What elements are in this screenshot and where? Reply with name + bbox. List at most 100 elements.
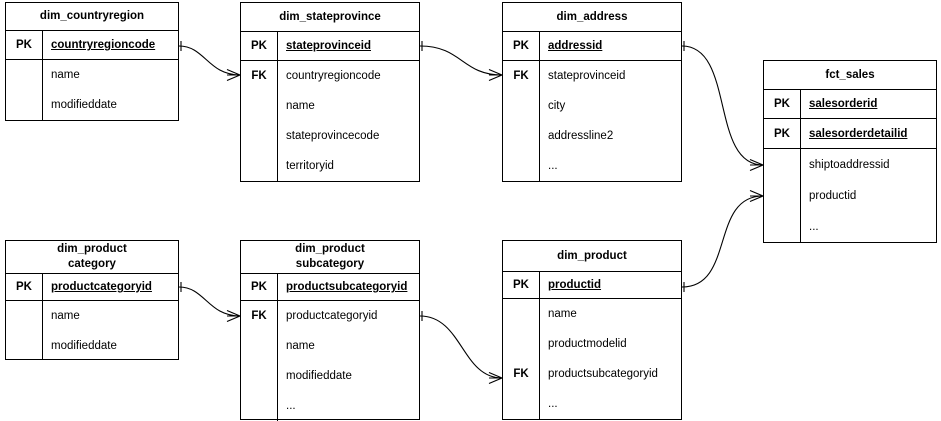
attribute-row[interactable]: PK productsubcategoryid bbox=[241, 274, 419, 301]
relationship-line bbox=[178, 45, 241, 76]
attribute-key-label bbox=[503, 121, 539, 151]
attribute-row[interactable]: name bbox=[6, 60, 178, 90]
attribute-name: ... bbox=[800, 211, 936, 242]
attribute-row[interactable]: PK salesorderid bbox=[764, 90, 936, 119]
attribute-key-label: PK bbox=[513, 40, 529, 52]
attribute-name: productsubcategoryid bbox=[539, 359, 681, 389]
attribute-name: name bbox=[42, 301, 178, 331]
attribute-key-label bbox=[241, 151, 277, 181]
attribute-name: name bbox=[42, 60, 178, 90]
attribute-row[interactable]: stateprovincecode bbox=[241, 121, 419, 151]
attribute-name: modifieddate bbox=[277, 361, 419, 391]
attribute-key-label bbox=[503, 389, 539, 419]
attribute-name: name bbox=[539, 299, 681, 329]
attribute-name: productmodelid bbox=[539, 329, 681, 359]
cardinality-many-marker bbox=[749, 158, 764, 172]
attribute-key-label bbox=[503, 299, 539, 329]
attribute-name: ... bbox=[539, 389, 681, 419]
attribute-name: shiptoaddressid bbox=[800, 149, 936, 180]
attribute-key-label bbox=[6, 90, 42, 120]
attribute-row[interactable]: productmodelid bbox=[503, 329, 681, 359]
attribute-row[interactable]: modifieddate bbox=[241, 361, 419, 391]
relationship-line bbox=[419, 315, 503, 379]
attribute-name: territoryid bbox=[277, 151, 419, 181]
attribute-row[interactable]: name bbox=[241, 91, 419, 121]
attribute-row[interactable]: ... bbox=[241, 391, 419, 421]
attribute-name: countryregioncode bbox=[42, 31, 178, 59]
relationship-countryregion-to-stateprovince bbox=[178, 41, 241, 82]
attribute-name: stateprovinceid bbox=[539, 61, 681, 91]
attribute-row[interactable]: ... bbox=[503, 389, 681, 419]
attribute-name: name bbox=[277, 91, 419, 121]
attribute-row[interactable]: PK countryregioncode bbox=[6, 31, 178, 60]
attribute-row[interactable]: ... bbox=[764, 211, 936, 242]
attribute-row[interactable]: name bbox=[503, 299, 681, 329]
cardinality-many-marker bbox=[749, 189, 764, 203]
attribute-key-label bbox=[503, 329, 539, 359]
attribute-name: ... bbox=[539, 151, 681, 181]
relationship-subcategory-to-product bbox=[419, 311, 503, 385]
attribute-row[interactable]: ... bbox=[503, 151, 681, 181]
entity-title: dim_product category bbox=[6, 241, 178, 274]
attribute-row[interactable]: name bbox=[6, 301, 178, 331]
attribute-name: ... bbox=[277, 391, 419, 421]
attribute-key-label bbox=[6, 60, 42, 90]
attribute-key-label: FK bbox=[251, 310, 267, 322]
attribute-row[interactable]: name bbox=[241, 331, 419, 361]
attribute-name: addressid bbox=[539, 32, 681, 60]
attribute-name: stateprovinceid bbox=[277, 32, 419, 60]
attribute-name: modifieddate bbox=[42, 331, 178, 360]
attribute-row[interactable]: addressline2 bbox=[503, 121, 681, 151]
attribute-row[interactable]: territoryid bbox=[241, 151, 419, 181]
entity-title: dim_product bbox=[503, 241, 681, 272]
attribute-row[interactable]: modifieddate bbox=[6, 331, 178, 360]
attribute-row[interactable]: productid bbox=[764, 180, 936, 211]
relationship-line bbox=[419, 45, 503, 76]
relationship-stateprovince-to-address bbox=[419, 41, 503, 82]
entity-title: fct_sales bbox=[764, 61, 936, 90]
attribute-row[interactable]: modifieddate bbox=[6, 90, 178, 120]
attribute-name: name bbox=[277, 331, 419, 361]
cardinality-many-marker bbox=[226, 68, 241, 82]
attribute-key-label: PK bbox=[251, 281, 267, 293]
attribute-row[interactable]: shiptoaddressid bbox=[764, 149, 936, 180]
attribute-key-label: PK bbox=[16, 281, 32, 293]
attribute-key-label bbox=[241, 361, 277, 391]
attribute-key-label bbox=[764, 180, 800, 211]
attribute-key-label: PK bbox=[16, 39, 32, 51]
attribute-key-label bbox=[241, 121, 277, 151]
attribute-name: productsubcategoryid bbox=[277, 274, 419, 300]
attribute-key-label: PK bbox=[774, 98, 790, 110]
attribute-key-label bbox=[764, 211, 800, 242]
relationship-product-to-fctsales bbox=[681, 189, 764, 292]
attribute-row[interactable]: PK addressid bbox=[503, 32, 681, 61]
attribute-name: addressline2 bbox=[539, 121, 681, 151]
attribute-row[interactable]: city bbox=[503, 91, 681, 121]
attribute-key-label bbox=[241, 331, 277, 361]
attribute-name: salesorderid bbox=[800, 90, 936, 118]
attribute-name: countryregioncode bbox=[277, 61, 419, 91]
relationship-address-to-fctsales bbox=[681, 41, 764, 172]
